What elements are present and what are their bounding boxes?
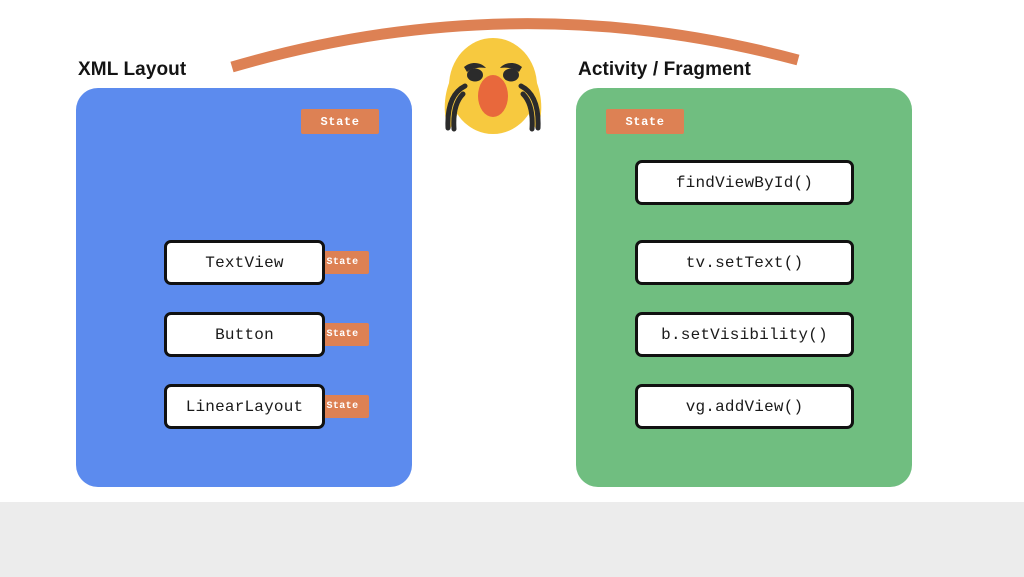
method-box-setvisibility: b.setVisibility()	[635, 312, 854, 357]
method-box-addview: vg.addView()	[635, 384, 854, 429]
method-box-settext: tv.setText()	[635, 240, 854, 285]
state-badge-button: State	[316, 323, 369, 346]
state-badge-linearlayout: State	[316, 395, 369, 418]
state-badge-xml-panel: State	[301, 109, 379, 134]
view-row: State LinearLayout	[164, 384, 369, 429]
view-row: State Button	[164, 312, 369, 357]
view-row: State TextView	[164, 240, 369, 285]
state-badge-textview: State	[316, 251, 369, 274]
view-box-textview: TextView	[164, 240, 325, 285]
slide-bottom-bar	[0, 502, 1024, 577]
view-box-linearlayout: LinearLayout	[164, 384, 325, 429]
column-heading-activity-fragment: Activity / Fragment	[578, 59, 751, 80]
view-box-button: Button	[164, 312, 325, 357]
state-badge-activity-panel: State	[606, 109, 684, 134]
face-screaming-in-fear-icon	[444, 38, 542, 134]
column-heading-xml-layout: XML Layout	[78, 59, 187, 80]
method-box-findviewbyid: findViewById()	[635, 160, 854, 205]
